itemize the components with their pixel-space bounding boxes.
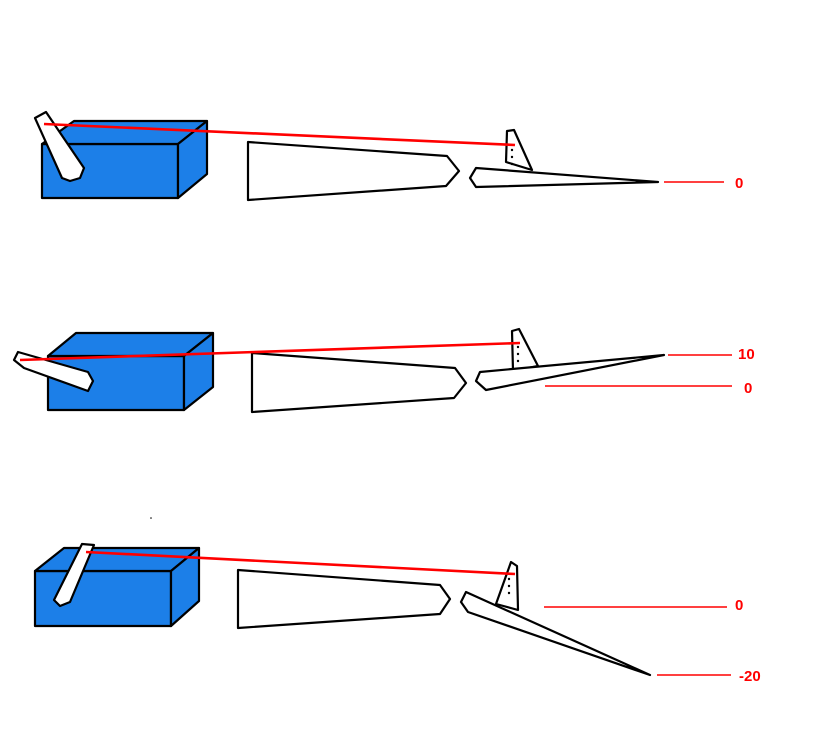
control-surface (468, 166, 660, 189)
control-lever (33, 110, 86, 183)
fuselage-section (236, 568, 452, 630)
panel-2: 10 0 (12, 327, 755, 414)
control-box-side (176, 119, 209, 200)
control-cable (19, 341, 521, 362)
control-horn (504, 128, 534, 172)
control-horn-holes (507, 577, 511, 595)
control-horn-holes (516, 345, 520, 363)
panel-1: 0 (33, 110, 743, 202)
fuselage-section (246, 140, 461, 202)
fuselage-section (250, 351, 468, 414)
control-horn (494, 560, 520, 612)
deflection-label-upper: 0 (735, 597, 743, 614)
control-horn-holes (510, 148, 514, 166)
control-box-side (169, 546, 201, 628)
control-horn (510, 327, 540, 373)
control-box-side (182, 331, 215, 412)
control-surface (474, 353, 666, 392)
control-cable (85, 550, 516, 576)
control-cable (43, 122, 516, 147)
deflection-label-upper: 10 (738, 346, 755, 363)
deflection-label-lower: 0 (744, 380, 752, 397)
stray-dot (150, 517, 152, 519)
control-lever (52, 542, 96, 608)
control-lever (12, 350, 95, 393)
control-surface (459, 590, 652, 677)
deflection-label-lower: -20 (739, 668, 761, 685)
panel-3: 0 -20 (33, 517, 761, 685)
deflection-label: 0 (735, 175, 743, 192)
